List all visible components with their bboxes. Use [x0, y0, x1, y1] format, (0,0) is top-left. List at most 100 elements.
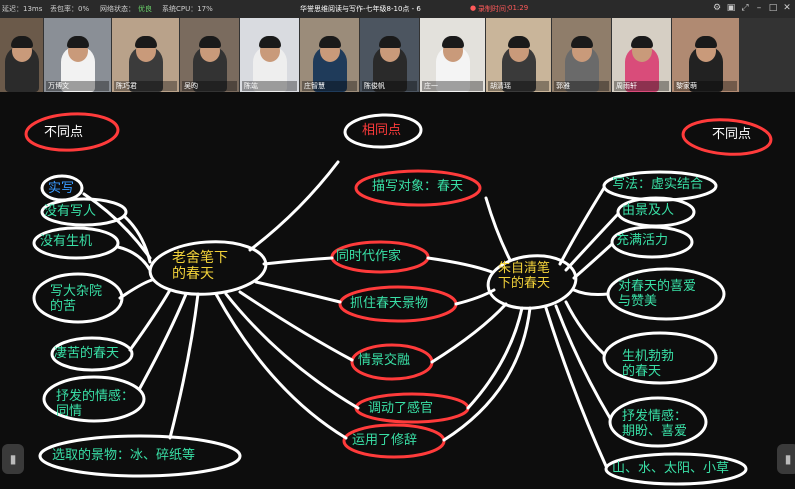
connector-stroke — [122, 214, 152, 264]
mindmap-drawing — [24, 112, 773, 486]
similarity-item: 抓住春天景物 — [350, 296, 429, 311]
participant-tile[interactable]: 万博文 — [44, 18, 111, 92]
hand-drawn-circle — [604, 452, 748, 486]
meeting-title: 华誉思维阅读与写作-七年级8-10点 - 6 — [300, 5, 421, 13]
left-branch-item: 没有写人 — [44, 204, 97, 219]
similarity-item: 调动了感官 — [368, 401, 434, 416]
hand-drawn-circle — [354, 169, 482, 207]
connector-stroke — [544, 306, 608, 468]
left-branch-item: 没有生机 — [40, 234, 93, 249]
participant-name: 庄一 — [422, 81, 483, 91]
right-branch-item: 充满活力 — [616, 233, 669, 248]
participant-tile[interactable]: 庄一 — [420, 18, 485, 92]
right-branch-item: 山、水、太阳、小草 — [612, 461, 730, 476]
connector-stroke — [554, 304, 612, 420]
connector-stroke — [484, 196, 512, 262]
right-branch-item: 生机勃勃 的春天 — [622, 349, 675, 379]
participant-name: 万博文 — [46, 81, 109, 91]
similarity-item: 描写对象：春天 — [372, 179, 464, 194]
connector-stroke — [262, 256, 334, 266]
hand-drawn-circle — [24, 112, 120, 152]
left-difference-header: 不同点 — [44, 125, 84, 140]
side-panel-toggle-icon-right[interactable]: ▮ — [777, 444, 795, 474]
packet-loss-text: 丢包率：0% — [50, 5, 90, 13]
participant-video-strip: 万博文陈巧君吴昀陈竑庄智慧陈俊帆庄一胡清瑶郭雅周雨轩黎家萌 — [0, 18, 795, 92]
left-branch-item: 写大杂院 的苦 — [50, 284, 103, 314]
participant-name: 陈巧君 — [114, 81, 177, 91]
participant-name: 郭雅 — [554, 81, 609, 91]
connector-stroke — [214, 292, 348, 440]
participant-tile[interactable]: 陈竑 — [240, 18, 299, 92]
left-branch-item: 抒发的情感： 同情 — [56, 389, 135, 419]
participant-name: 周雨轩 — [614, 81, 669, 91]
connector-stroke — [426, 256, 494, 274]
lock-icon[interactable]: ▣ — [726, 3, 736, 13]
participant-tile[interactable]: 吴昀 — [180, 18, 239, 92]
connector-stroke — [572, 288, 610, 296]
right-branch-item: 由景及人 — [622, 203, 675, 218]
connector-stroke — [82, 192, 152, 260]
connector-stroke — [168, 292, 200, 440]
participant-name: 陈俊帆 — [362, 81, 417, 91]
similarity-item: 情景交融 — [358, 353, 411, 368]
laoshe-spring-node: 老舍笔下 的春天 — [172, 250, 228, 283]
connector-stroke — [564, 300, 606, 356]
connector-stroke — [224, 292, 360, 410]
hand-drawn-circle — [681, 118, 773, 156]
close-icon[interactable]: ✕ — [783, 3, 791, 13]
whiteboard: 不同点 相同点 不同点老舍笔下 的春天 朱自清笔 下的春天 实写没有写人没有生机写大杂院… — [0, 92, 795, 489]
hand-drawn-circle — [602, 170, 718, 202]
settings-icon[interactable]: ⚙ — [712, 3, 722, 13]
participant-tile[interactable]: 陈俊帆 — [360, 18, 419, 92]
left-branch-item: 凄苦的春天 — [54, 346, 120, 361]
recording-icon: ● — [470, 4, 477, 12]
recording-time: 01:29 — [508, 4, 529, 12]
hand-drawn-circle — [602, 331, 718, 385]
participant-tile[interactable]: 胡清瑶 — [486, 18, 551, 92]
similarity-item: 运用了修辞 — [352, 433, 418, 448]
participant-name: 庄智慧 — [302, 81, 357, 91]
right-branch-item: 对春天的喜爱 与赞美 — [618, 279, 697, 309]
similarity-item: 同时代作家 — [336, 249, 402, 264]
participant-tile[interactable]: 郭雅 — [552, 18, 611, 92]
connector-stroke — [116, 245, 152, 272]
connector-stroke — [118, 278, 154, 300]
side-panel-toggle-icon[interactable]: ▮ — [2, 444, 24, 474]
participant-tile[interactable] — [0, 18, 43, 92]
meeting-status-bar: 延迟：13ms 丢包率：0% 网络状态： 优良 系统CPU：17% 华誉思维阅读… — [0, 0, 795, 18]
right-branch-item: 抒发情感： 期盼、喜爱 — [622, 409, 688, 439]
connector-stroke — [128, 288, 172, 352]
participant-name: 黎家萌 — [674, 81, 737, 91]
right-difference-header: 不同点 — [712, 127, 752, 142]
connector-stroke — [572, 242, 614, 280]
participant-tile[interactable]: 陈巧君 — [112, 18, 179, 92]
hand-drawn-circle — [42, 375, 146, 423]
participant-name: 陈竑 — [242, 81, 297, 91]
fullscreen-icon[interactable]: ⤢ — [741, 3, 749, 13]
participant-name: 胡清瑶 — [488, 81, 549, 91]
hand-drawn-circle — [343, 113, 423, 149]
participant-name: 吴昀 — [182, 81, 237, 91]
connector-stroke — [442, 306, 532, 442]
left-branch-item: 选取的景物：冰、碎纸等 — [52, 448, 196, 463]
similarity-header: 相同点 — [362, 123, 402, 138]
minimize-icon[interactable]: – — [756, 3, 762, 13]
restore-icon[interactable]: □ — [768, 3, 778, 13]
left-branch-item: 实写 — [48, 181, 75, 196]
participant-tile[interactable]: 庄智慧 — [300, 18, 359, 92]
hand-drawn-circle — [40, 197, 128, 227]
latency-text: 延迟：13ms — [2, 5, 43, 13]
connector-stroke — [564, 212, 620, 272]
hand-drawn-circle — [610, 225, 694, 259]
network-status-value: 优良 — [138, 5, 152, 13]
connector-stroke — [238, 290, 354, 362]
connector-stroke — [454, 288, 496, 306]
hand-drawn-circle — [608, 396, 708, 448]
zhuziqing-spring-node: 朱自清笔 下的春天 — [498, 261, 551, 291]
connector-stroke — [254, 280, 342, 304]
connector-stroke — [248, 160, 340, 252]
participant-tile[interactable]: 周雨轩 — [612, 18, 671, 92]
right-branch-item: 写法：虚实结合 — [612, 177, 704, 192]
participant-tile[interactable]: 黎家萌 — [672, 18, 739, 92]
connector-stroke — [466, 306, 524, 410]
